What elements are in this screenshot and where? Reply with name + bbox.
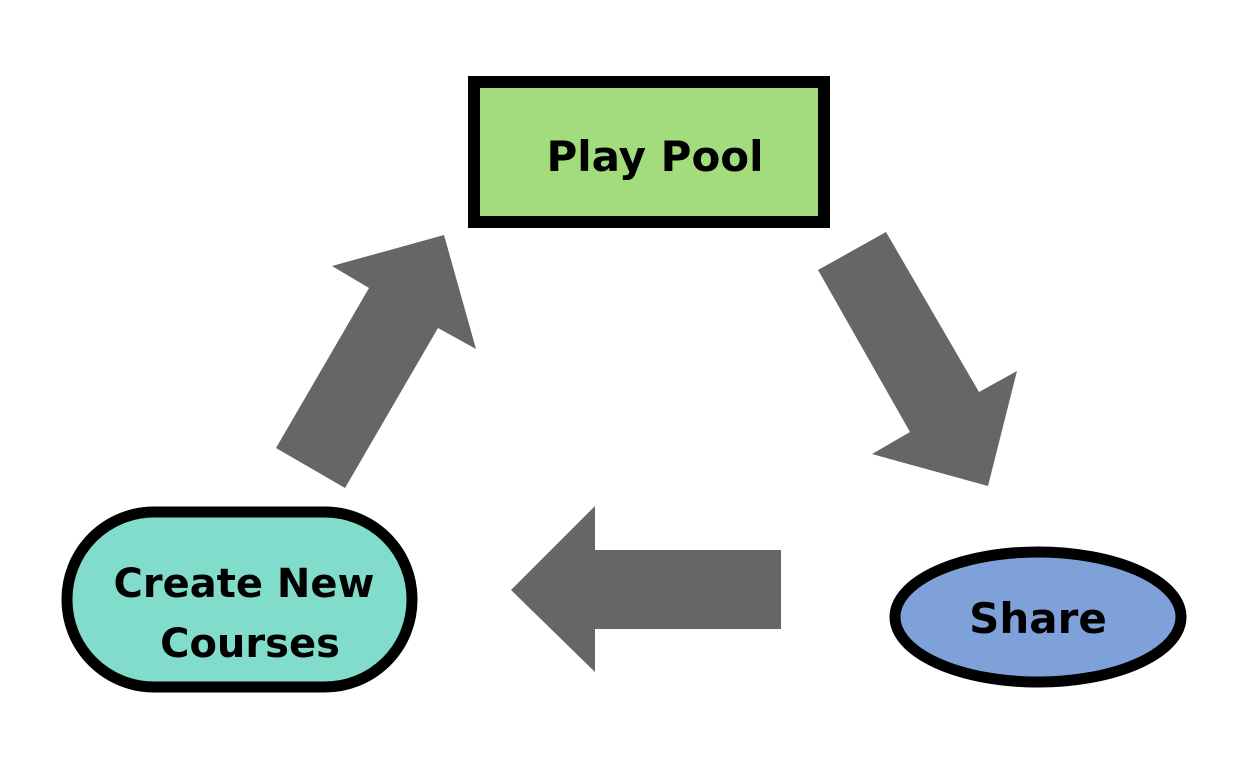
- node-share-shape: [889, 546, 1187, 688]
- arrow-create-to-play-pool: [276, 235, 476, 488]
- node-play-pool: Play Pool: [468, 76, 830, 228]
- arrow-play-pool-to-share: [818, 232, 1017, 486]
- node-create-new-courses-label-line2: Courses: [160, 621, 340, 667]
- node-share: Share: [889, 546, 1187, 688]
- arrow-share-to-create: [511, 506, 781, 672]
- node-play-pool-shape: [468, 76, 830, 228]
- node-create-new-courses: Create New Courses: [61, 506, 418, 693]
- node-create-new-courses-label-line1: Create New: [114, 561, 375, 607]
- node-share-label: Share: [969, 594, 1107, 643]
- node-play-pool-label: Play Pool: [546, 132, 763, 181]
- node-create-new-courses-shape: [61, 506, 418, 693]
